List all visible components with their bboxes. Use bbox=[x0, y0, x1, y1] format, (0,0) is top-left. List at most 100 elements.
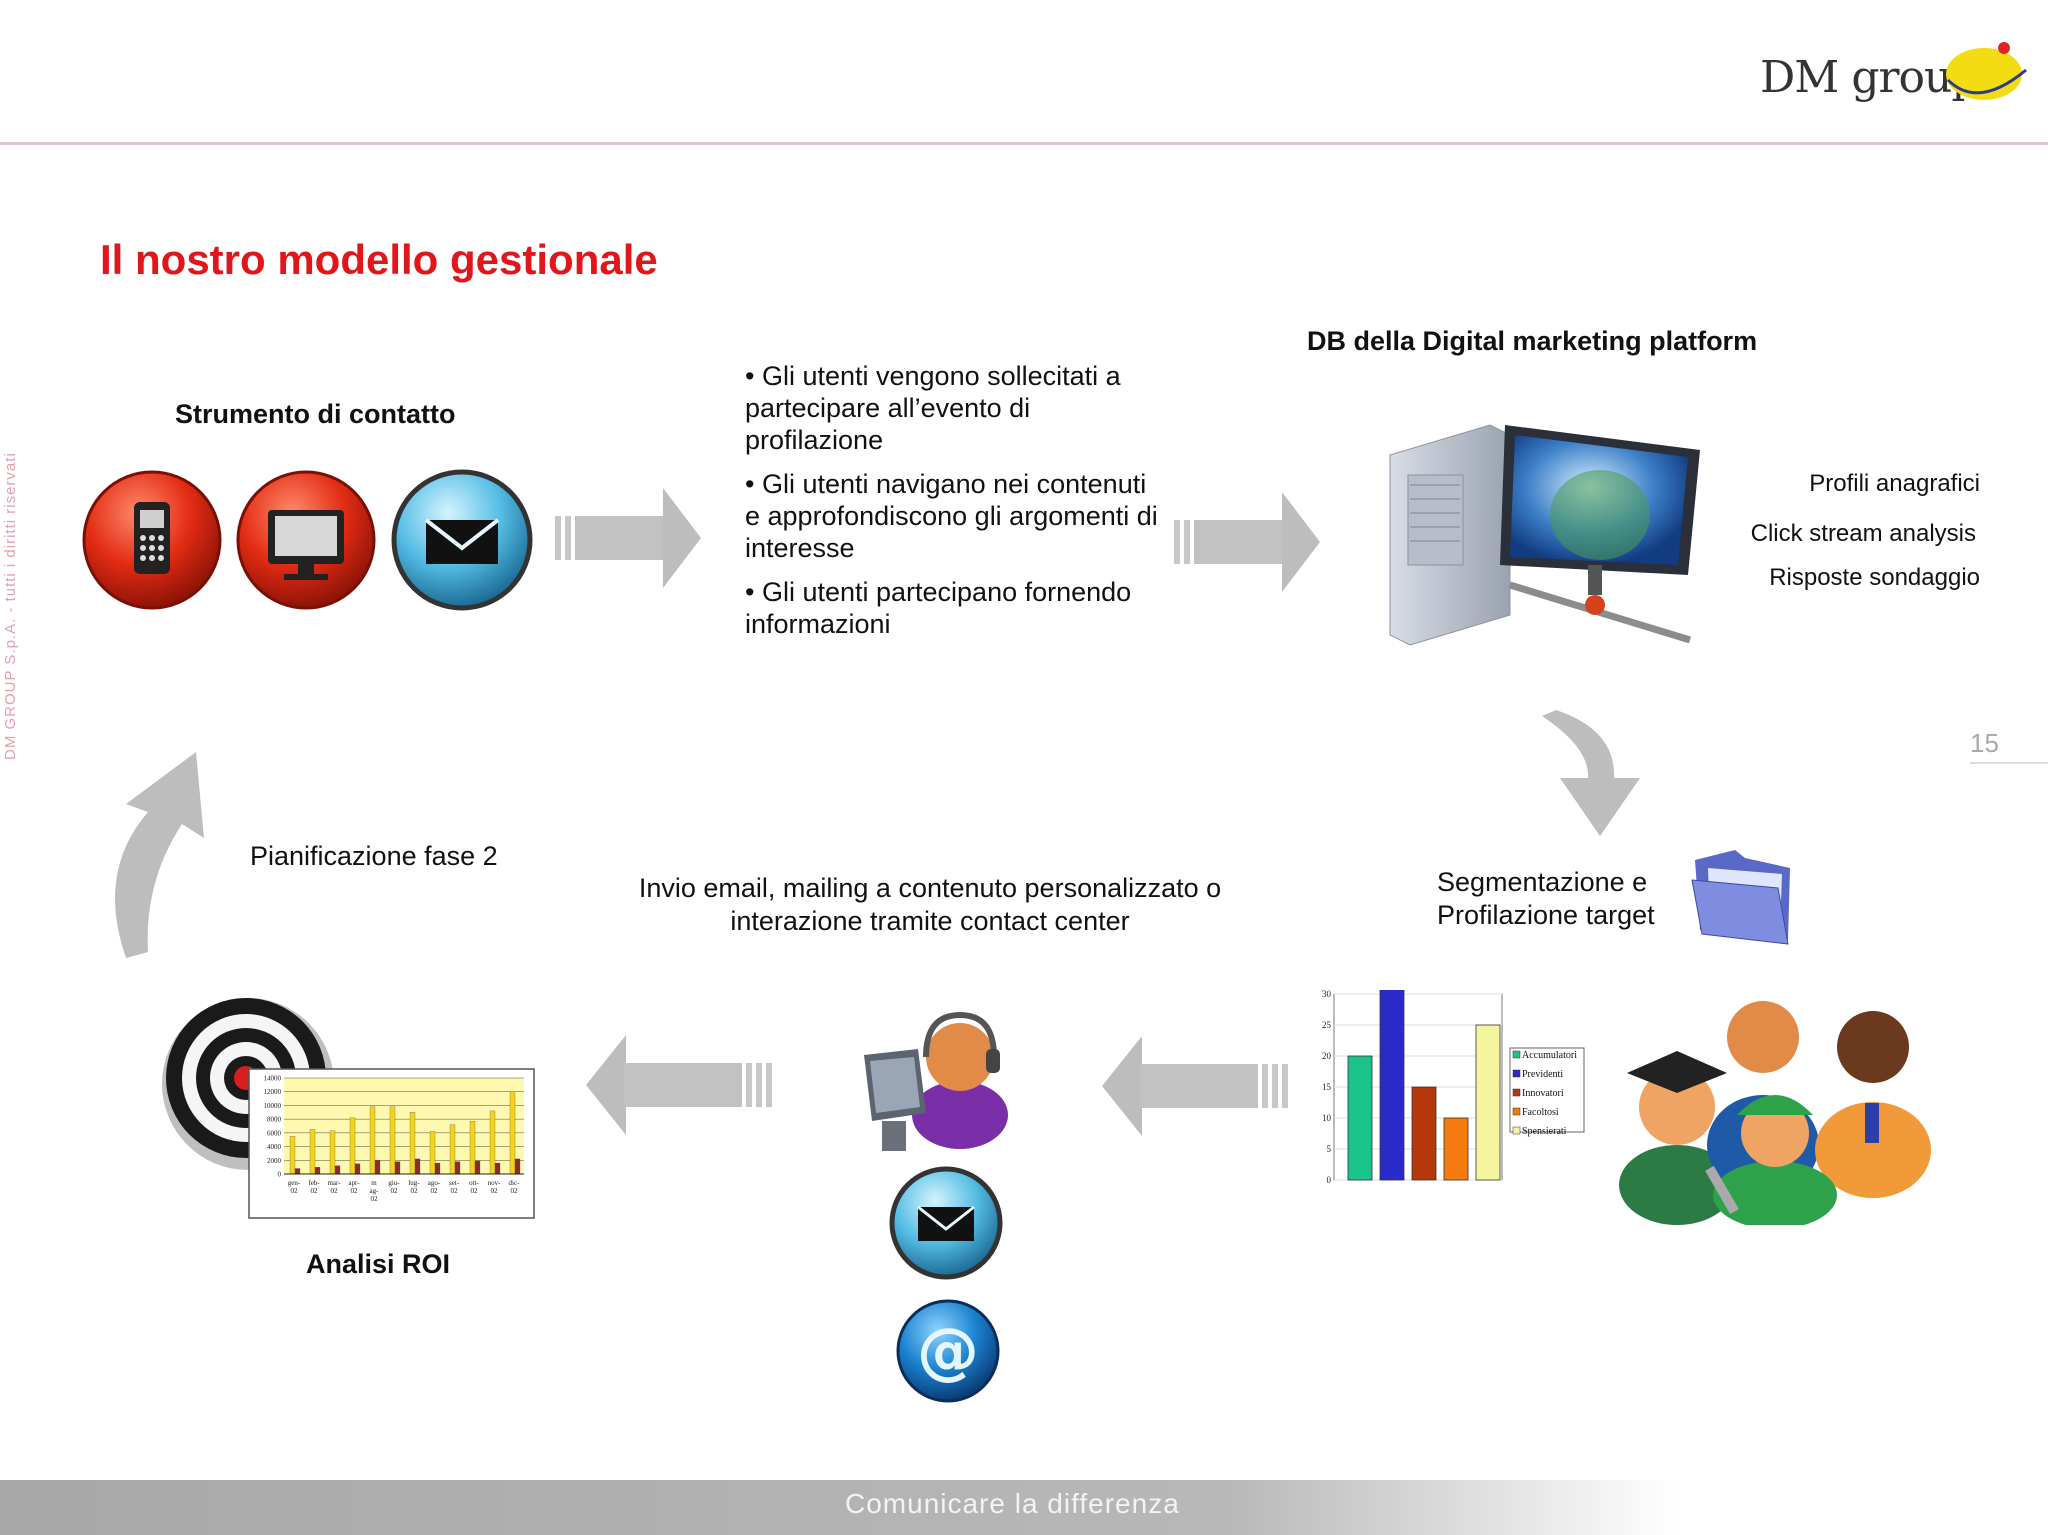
y-tick-label: 14000 bbox=[264, 1075, 282, 1083]
bar bbox=[294, 1168, 301, 1175]
segmentation-label: Segmentazione e Profilazione target bbox=[1437, 867, 1655, 930]
x-tick-label: 02 bbox=[371, 1195, 379, 1203]
email-envelope-icon bbox=[889, 1166, 1003, 1280]
plot-area bbox=[284, 1078, 524, 1174]
roi-label: Analisi ROI bbox=[306, 1249, 451, 1279]
bar bbox=[1347, 1055, 1373, 1181]
x-tick-label: 02 bbox=[431, 1187, 439, 1195]
page-number: 15 bbox=[1970, 728, 1999, 758]
bar bbox=[414, 1158, 421, 1175]
y-tick-label: 10000 bbox=[264, 1102, 282, 1110]
x-tick-label: 02 bbox=[411, 1187, 419, 1195]
bar bbox=[1379, 990, 1405, 1181]
at-sign-icon: @ bbox=[896, 1299, 1000, 1403]
x-tick-label: ott- bbox=[469, 1179, 479, 1187]
y-tick-label: 0 bbox=[278, 1171, 282, 1179]
y-tick-label: 25 bbox=[1322, 1020, 1332, 1030]
copyright-note: DM GROUP S.p.A. - tutti i diritti riserv… bbox=[2, 452, 19, 760]
x-tick-label: giu- bbox=[388, 1179, 400, 1187]
y-tick-label: 6000 bbox=[267, 1129, 282, 1137]
bullet-item: • Gli utenti navigano nei contenuti e ap… bbox=[745, 469, 1158, 563]
bar bbox=[354, 1163, 361, 1175]
mechanic-person bbox=[1705, 1095, 1837, 1225]
bar bbox=[309, 1129, 316, 1175]
y-tick-label: 15 bbox=[1322, 1082, 1332, 1092]
bar bbox=[1475, 1024, 1501, 1181]
db-item: Risposte sondaggio bbox=[1769, 564, 1980, 591]
bar bbox=[454, 1161, 461, 1175]
x-tick-label: nov- bbox=[488, 1179, 502, 1187]
bar bbox=[509, 1091, 516, 1175]
x-tick-label: 02 bbox=[331, 1187, 339, 1195]
y-tick-label: 5 bbox=[1327, 1144, 1332, 1154]
header-divider bbox=[0, 142, 2048, 145]
flow-arrow-right-1 bbox=[555, 488, 701, 588]
bar bbox=[329, 1130, 336, 1175]
bar bbox=[394, 1161, 401, 1175]
x-tick-label: 02 bbox=[311, 1187, 319, 1195]
bar bbox=[334, 1165, 341, 1175]
sending-label: Invio email, mailing a contenuto persona… bbox=[638, 873, 1222, 936]
legend-swatch bbox=[1512, 1069, 1521, 1078]
legend-swatch bbox=[1512, 1088, 1521, 1097]
flow-arrow-right-2 bbox=[1174, 492, 1320, 592]
y-tick-label: 10 bbox=[1322, 1113, 1332, 1123]
x-tick-label: 02 bbox=[391, 1187, 399, 1195]
x-tick-label: apr- bbox=[348, 1179, 360, 1187]
page-title: Il nostro modello gestionale bbox=[100, 236, 658, 283]
bar bbox=[434, 1162, 441, 1175]
envelope-icon bbox=[391, 469, 533, 611]
bar bbox=[489, 1110, 496, 1175]
x-tick-label: 02 bbox=[491, 1187, 499, 1195]
legend-swatch bbox=[1512, 1126, 1521, 1135]
y-tick-label: 30 bbox=[1322, 990, 1332, 999]
contact-tool-label: Strumento di contatto bbox=[175, 399, 456, 429]
x-tick-label: m bbox=[371, 1179, 377, 1187]
legend-label: Spensierati bbox=[1522, 1126, 1567, 1137]
bar bbox=[314, 1166, 321, 1175]
x-tick-label: 02 bbox=[351, 1187, 359, 1195]
legend-swatch bbox=[1512, 1050, 1521, 1059]
x-tick-label: 02 bbox=[471, 1187, 479, 1195]
bar bbox=[409, 1112, 416, 1175]
bar bbox=[514, 1158, 521, 1175]
y-tick-label: 20 bbox=[1322, 1051, 1332, 1061]
legend-label: Accumulatori bbox=[1522, 1050, 1577, 1061]
process-bullets: • Gli utenti vengono sollecitati a parte… bbox=[745, 360, 1165, 652]
legend-swatch bbox=[1512, 1107, 1521, 1116]
legend-label: Facoltosi bbox=[1522, 1107, 1559, 1118]
y-tick-label: 4000 bbox=[267, 1143, 282, 1151]
y-tick-label: 2000 bbox=[267, 1157, 282, 1165]
y-tick-label: 12000 bbox=[264, 1088, 282, 1096]
flow-arrow-down bbox=[1542, 710, 1640, 836]
flow-arrow-up-curved bbox=[115, 752, 204, 958]
logo-text: DM group bbox=[1760, 52, 1980, 103]
bar bbox=[289, 1136, 296, 1175]
x-tick-label: lug- bbox=[408, 1179, 420, 1187]
bar bbox=[474, 1160, 481, 1175]
legend-label: Previdenti bbox=[1522, 1069, 1563, 1080]
bar bbox=[449, 1124, 456, 1175]
bar bbox=[1411, 1086, 1437, 1181]
bullet-item: • Gli utenti vengono sollecitati a parte… bbox=[745, 361, 1121, 455]
business-person bbox=[1815, 1011, 1931, 1198]
x-tick-label: feb- bbox=[308, 1179, 320, 1187]
contact-center-operator-icon bbox=[864, 1011, 1008, 1151]
y-tick-label: 8000 bbox=[267, 1116, 282, 1124]
svg-text:@: @ bbox=[917, 1314, 979, 1387]
page-number-divider bbox=[1970, 762, 2048, 764]
bar bbox=[469, 1121, 476, 1175]
legend-box bbox=[1509, 1047, 1585, 1133]
db-item: Profili anagrafici bbox=[1809, 470, 1980, 497]
contact-tool-icons bbox=[82, 469, 533, 611]
flow-arrow-left-1 bbox=[1102, 1036, 1288, 1136]
graduate-person bbox=[1619, 1051, 1735, 1225]
y-tick-label: 0 bbox=[1327, 1175, 1332, 1185]
x-tick-label: mar- bbox=[327, 1179, 341, 1187]
db-item: Click stream analysis bbox=[1750, 520, 1976, 547]
x-tick-label: ago- bbox=[428, 1179, 441, 1187]
bar bbox=[429, 1131, 436, 1175]
legend-label: Innovatori bbox=[1522, 1088, 1564, 1099]
folder-icon bbox=[1691, 850, 1790, 945]
bullet-item: • Gli utenti partecipano fornendo inform… bbox=[745, 577, 1132, 639]
